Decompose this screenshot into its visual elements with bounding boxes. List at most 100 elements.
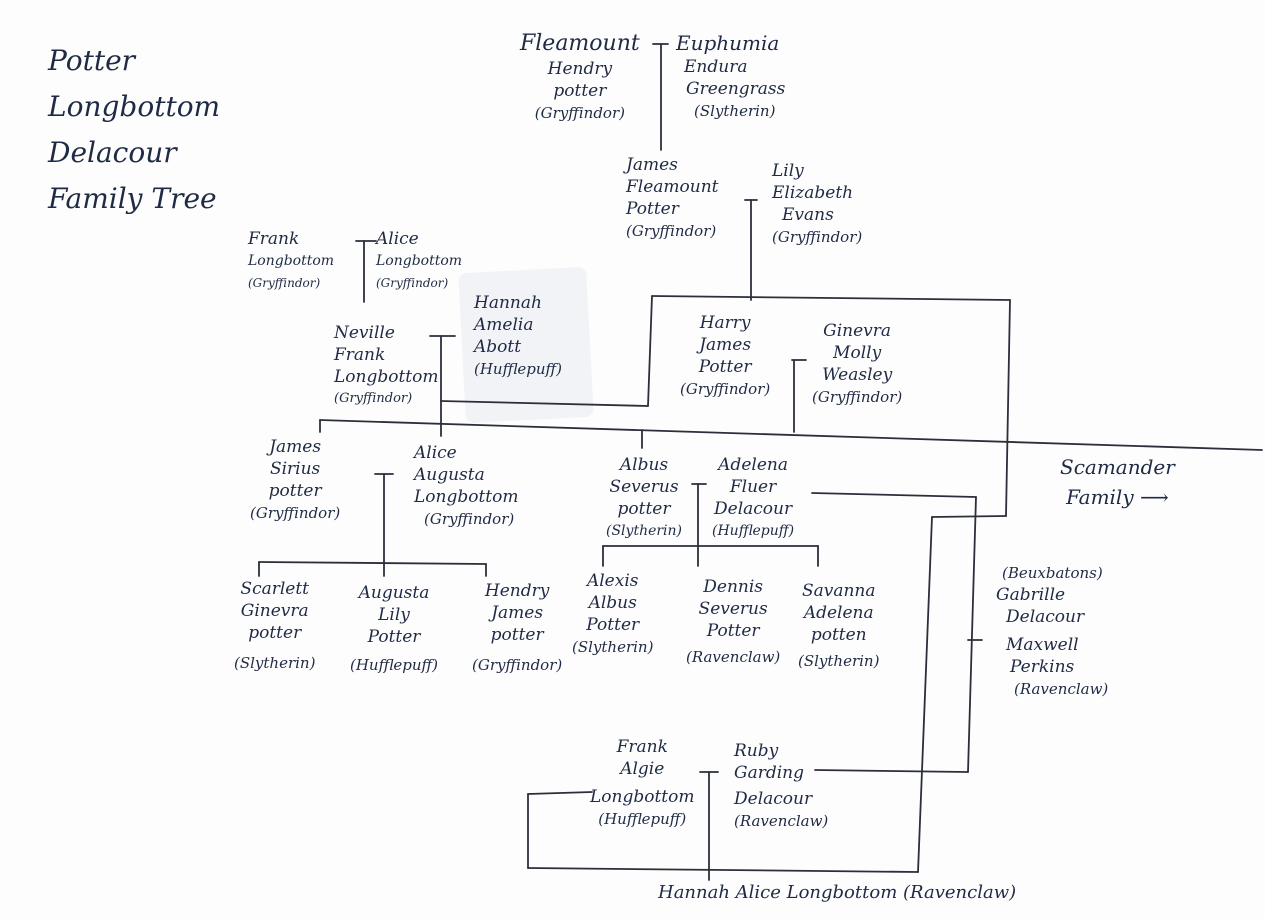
person-name: Potter xyxy=(586,615,640,635)
person-name: Maxwell xyxy=(1006,635,1079,655)
person-alexis: Alexis Albus Potter (Slytherin) xyxy=(572,570,653,658)
person-name: Amelia xyxy=(474,315,534,335)
bottom-link-base xyxy=(527,867,919,873)
house-label: (Ravenclaw) xyxy=(734,812,829,830)
person-fleamount: Fleamount Hendry potter (Gryffindor) xyxy=(520,30,640,124)
person-name: Algie xyxy=(620,759,665,779)
person-name: Frank xyxy=(248,229,300,249)
person-name: Weasley xyxy=(822,365,893,385)
link-ruby xyxy=(814,769,969,773)
right-arrow-icon: ⟶ xyxy=(1133,485,1169,509)
sibling-line-down xyxy=(967,496,977,773)
person-euphumia: Euphumia Endura Greengrass (Slytherin) xyxy=(676,30,785,122)
person-scarlett: Scarlett Ginevra potter (Slytherin) xyxy=(234,578,315,674)
scamander-family-label: Scamander Family ⟶ xyxy=(1060,452,1175,512)
house-label: (Hufflepuff) xyxy=(474,360,563,378)
family-name: Scamander xyxy=(1060,455,1175,479)
person-harry: Harry James Potter (Gryffindor) xyxy=(680,312,770,400)
person-name: Abott xyxy=(474,337,522,357)
sibling-line-adelena xyxy=(811,492,977,498)
person-name: Endura xyxy=(684,57,748,77)
person-name: Longbottom xyxy=(590,787,695,807)
title-line: Longbottom xyxy=(48,90,221,123)
person-name: Potter xyxy=(367,627,421,647)
person-name: potter xyxy=(617,499,671,519)
person-name: Longbottom xyxy=(376,253,463,269)
person-hendry: Hendry James potter (Gryffindor) xyxy=(472,580,562,676)
person-name: Frank xyxy=(334,345,386,365)
person-ruby: Ruby Garding Delacour (Ravenclaw) xyxy=(734,740,828,832)
person-name: Sirius xyxy=(269,459,321,479)
person-hannah: Hannah Amelia Abott (Hufflepuff) xyxy=(474,292,562,380)
person-name: Adelena xyxy=(803,603,874,623)
house-label: (Gryffindor) xyxy=(626,222,717,240)
person-james-fleamount: James Fleamount Potter (Gryffindor) xyxy=(626,154,719,242)
person-name: Harry xyxy=(699,313,751,333)
person-name: Longbottom xyxy=(334,367,439,387)
cross-family-line-up xyxy=(647,295,653,407)
house-label: (Gryffindor) xyxy=(376,276,449,290)
cross-family-line xyxy=(440,400,649,407)
person-name: Garding xyxy=(734,763,804,783)
house-label: (Hufflepuff) xyxy=(350,656,439,674)
person-alice-augusta: Alice Augusta Longbottom (Gryffindor) xyxy=(414,442,519,530)
house-label: (Slytherin) xyxy=(572,638,654,656)
person-name: Neville xyxy=(334,323,395,343)
house-label: (Gryffindor) xyxy=(812,388,903,406)
house-label: (Gryffindor) xyxy=(472,656,563,674)
person-name: Lily xyxy=(772,161,804,181)
house-label: (Beuxbatons) xyxy=(1002,564,1103,582)
person-name: Severus xyxy=(698,599,768,619)
person-frank-algie: Frank Algie Longbottom (Hufflepuff) xyxy=(590,736,695,830)
person-name: Delacour xyxy=(734,789,813,809)
cross-family-line-far xyxy=(917,516,933,873)
house-label: (Slytherin) xyxy=(606,523,683,539)
house-label: (Slytherin) xyxy=(798,652,880,670)
house-label: (Hufflepuff) xyxy=(712,523,795,539)
person-name: potter xyxy=(268,481,322,501)
person-name: Augusta xyxy=(358,583,430,603)
house-label: (Gryffindor) xyxy=(250,504,341,522)
house-label: (Hufflepuff) xyxy=(598,810,687,828)
person-name: Adelena xyxy=(718,455,788,475)
cross-family-line-right xyxy=(1005,299,1011,517)
person-name: Delacour xyxy=(1006,607,1085,627)
person-name: Potter xyxy=(698,357,752,377)
house-label: (Slytherin) xyxy=(234,654,316,672)
person-name: James xyxy=(699,335,752,355)
house-label: (Gryffindor) xyxy=(334,391,413,406)
person-name: potter xyxy=(248,623,302,643)
person-name: Longbottom xyxy=(414,487,519,507)
person-name: Alice xyxy=(376,229,419,249)
generation-line xyxy=(319,419,1263,451)
person-hannah-alice: Hannah Alice Longbottom (Ravenclaw) xyxy=(658,882,1017,903)
person-name: potter xyxy=(553,81,607,101)
person-name: Perkins xyxy=(1010,657,1075,677)
cross-family-line-bottom xyxy=(931,515,1007,518)
title-line: Family Tree xyxy=(48,182,217,215)
house-label: (Gryffindor) xyxy=(424,510,515,528)
person-frank-sr: Frank Longbottom (Gryffindor) xyxy=(248,228,334,294)
person-name: Ruby xyxy=(734,741,779,761)
person-dennis: Dennis Severus Potter (Ravenclaw) xyxy=(686,576,780,668)
person-james-sirius: James Sirius potter (Gryffindor) xyxy=(250,436,340,524)
person-name: potter xyxy=(490,625,544,645)
person-name: Savanna xyxy=(801,581,876,601)
person-name: Delacour xyxy=(714,499,793,519)
person-name: Fleamount xyxy=(520,31,640,56)
person-name: Hendry xyxy=(547,59,613,79)
person-neville: Neville Frank Longbottom (Gryffindor) xyxy=(334,322,439,410)
person-name: Augusta xyxy=(414,465,485,485)
person-name: James xyxy=(491,603,544,623)
person-name: Gabrille xyxy=(996,585,1066,605)
person-name: Dennis xyxy=(703,577,764,597)
house-label: (Gryffindor) xyxy=(248,276,321,290)
person-name: Euphumia xyxy=(676,31,780,55)
page-title: Potter Longbottom Delacour Family Tree xyxy=(48,38,220,222)
family-name: Family xyxy=(1066,485,1134,509)
person-name: Greengrass xyxy=(686,79,786,99)
person-name: Hendry xyxy=(484,581,550,601)
person-name: Evans xyxy=(782,205,834,225)
